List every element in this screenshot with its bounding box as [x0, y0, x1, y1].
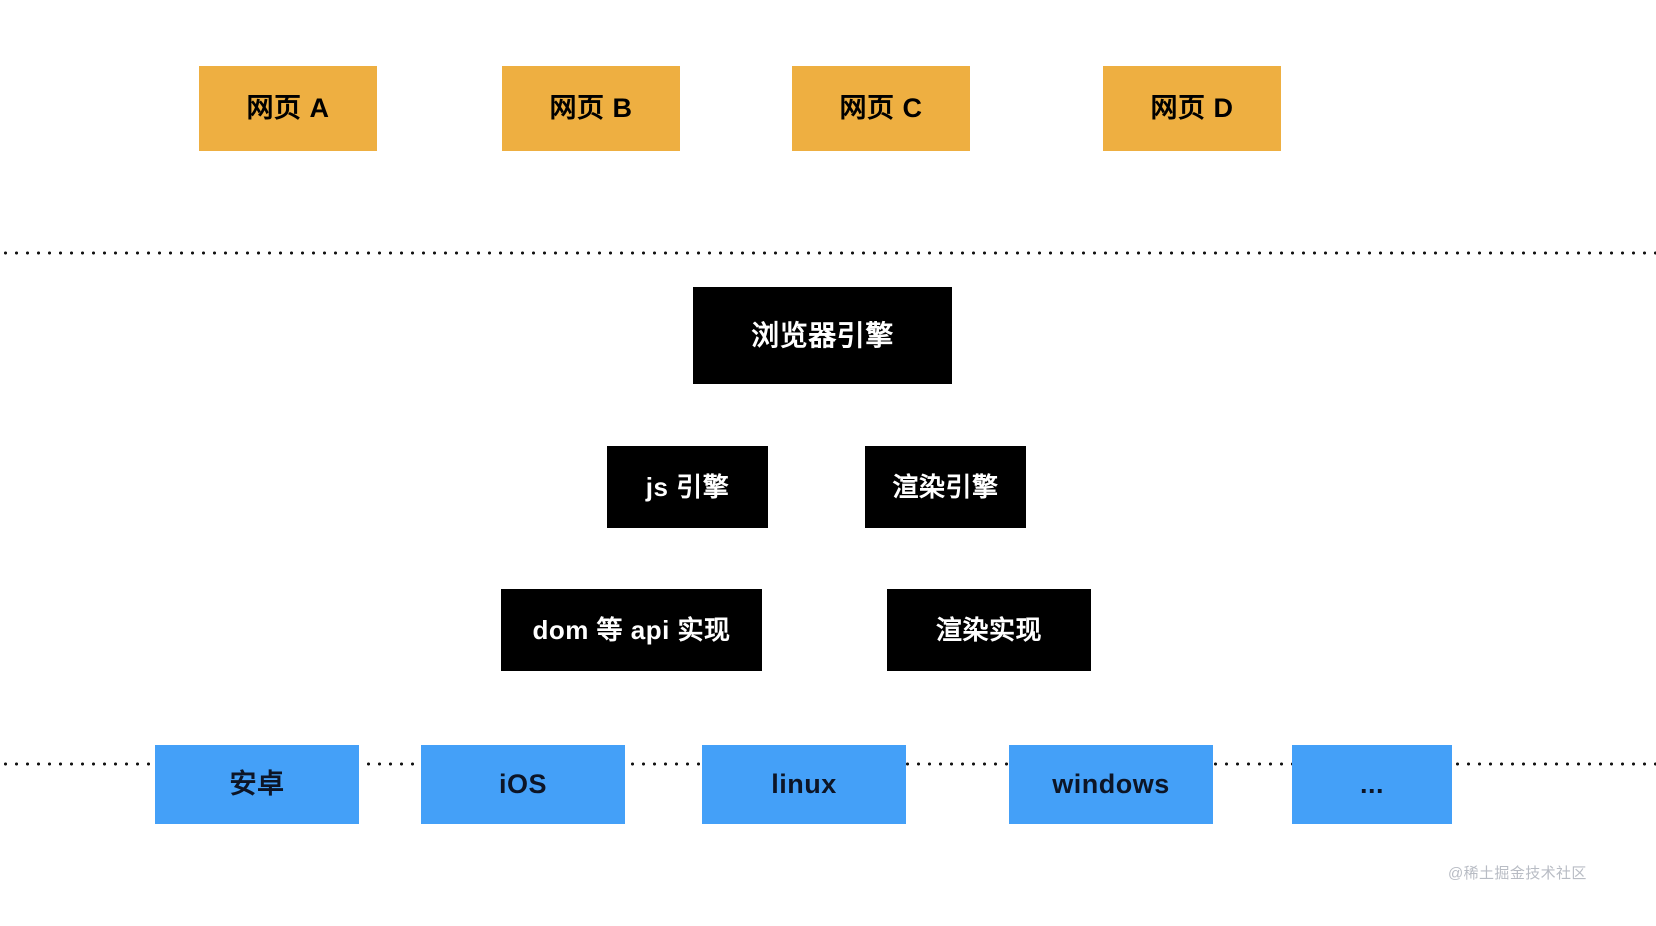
render-implementation-box: 渲染实现 [887, 589, 1091, 671]
os-box-android: 安卓 [155, 745, 359, 824]
browser-engine-box: 浏览器引擎 [693, 287, 952, 384]
render-engine-box: 渲染引擎 [865, 446, 1026, 528]
watermark-text: @稀土掘金技术社区 [1448, 865, 1587, 882]
web-page-box-d: 网页 D [1103, 66, 1281, 151]
dom-api-implementation-box: dom 等 api 实现 [501, 589, 762, 671]
js-engine-box: js 引擎 [607, 446, 768, 528]
divider-top-dotted-line [0, 251, 1656, 255]
web-page-box-c: 网页 C [792, 66, 970, 151]
os-box-ios: iOS [421, 745, 625, 824]
os-box-ellipsis: ... [1292, 745, 1452, 824]
web-page-box-a: 网页 A [199, 66, 377, 151]
os-box-linux: linux [702, 745, 906, 824]
web-page-box-b: 网页 B [502, 66, 680, 151]
os-box-windows: windows [1009, 745, 1213, 824]
